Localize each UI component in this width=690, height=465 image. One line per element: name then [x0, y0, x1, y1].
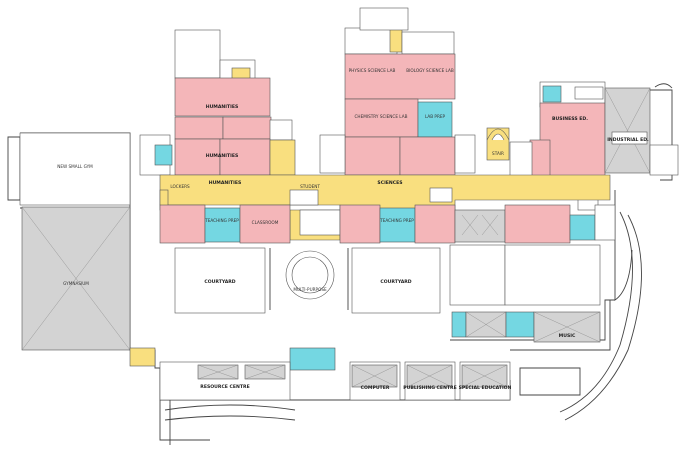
courtyard-right-label: COURTYARD — [380, 279, 411, 285]
teaching-prep-2-label: TEACHING PREP — [379, 218, 414, 223]
publishing-centre-label: PUBLISHING CENTRE — [403, 385, 456, 391]
humanities-top-label: HUMANITIES — [206, 104, 239, 110]
humanities-mid-label: HUMANITIES — [206, 153, 239, 159]
industrial-ed-label: INDUSTRIAL ED. — [607, 137, 649, 143]
student-label: STUDENT — [300, 184, 320, 189]
lower-classrooms: TEACHING PREP CLASSROOM TEACHING PREP — [159, 204, 616, 244]
courtyard-left-label: COURTYARD — [204, 279, 235, 285]
classroom-label: CLASSROOM — [252, 220, 279, 225]
stair-label: STAIR — [492, 151, 504, 156]
computer-label: COMPUTER — [361, 385, 390, 391]
multi-purpose-label: MULTI-PURPOSE — [293, 287, 327, 292]
business-ed-label: BUSINESS ED. — [552, 116, 588, 122]
resource-centre-label: RESOURCE CENTRE — [200, 384, 249, 390]
right-middle-rooms: MUSIC — [449, 244, 601, 343]
main-corridor: HUMANITIES SCIENCES LOCKERS STUDENT — [159, 174, 611, 241]
sciences-hall-label: SCIENCES — [377, 180, 402, 186]
biology-lab-label: BIOLOGY SCIENCE LAB — [406, 68, 454, 73]
gymnasium: GYMNASIUM — [21, 206, 131, 351]
music-label: MUSIC — [559, 333, 576, 339]
courtyards: COURTYARD COURTYARD MULTI-PURPOSE — [174, 247, 441, 314]
new-small-gym-label: NEW SMALL GYM — [57, 164, 93, 169]
gymnasium-label: GYMNASIUM — [63, 281, 89, 286]
humanities-hall-label: HUMANITIES — [209, 180, 242, 186]
physics-lab-label: PHYSICS SCIENCE LAB — [349, 68, 396, 73]
new-small-gym: NEW SMALL GYM — [19, 132, 131, 206]
lab-prep-label: LAB PREP — [425, 114, 446, 119]
lower-row-rooms: RESOURCE CENTRE COMPUTER PUBLISHING CENT… — [129, 347, 512, 401]
teaching-prep-1-label: TEACHING PREP — [204, 218, 239, 223]
sciences-wing: PHYSICS SCIENCE LAB BIOLOGY SCIENCE LAB … — [319, 7, 476, 176]
stair-tower: STAIR — [486, 127, 510, 161]
lockers-label: LOCKERS — [170, 184, 190, 189]
special-education-label: SPECIAL EDUCATION — [459, 385, 512, 391]
chemistry-lab-label: CHEMISTRY SCIENCE LAB — [355, 114, 408, 119]
humanities-wing: HUMANITIES HUMANITIES — [139, 29, 296, 176]
business-ed-wing: BUSINESS ED. — [509, 81, 606, 179]
industrial-ed-wing: INDUSTRIAL ED. — [577, 87, 679, 211]
